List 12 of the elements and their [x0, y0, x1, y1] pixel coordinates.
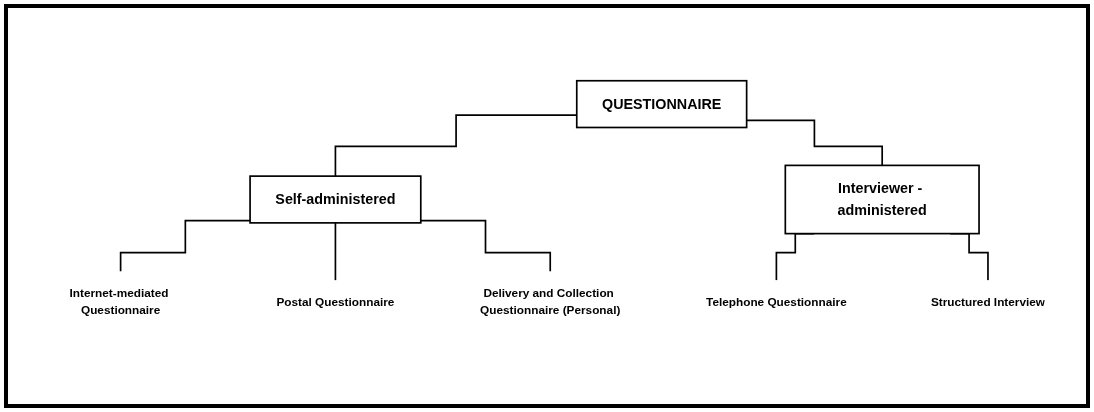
node-box — [784, 164, 980, 234]
node-text: Internet-mediated Questionnaire — [69, 285, 169, 317]
node-box — [575, 79, 748, 128]
node-text: Delivery and Collection Questionnaire (Personal) — [480, 285, 621, 317]
node-text: Telephone Questionnaire — [706, 294, 847, 308]
node-box — [249, 174, 422, 224]
node-text: Postal Questionnaire — [276, 294, 395, 308]
connector — [419, 219, 552, 272]
connector — [334, 221, 337, 281]
frame-border: QUESTIONNAIRE Self-administered Interviewer - administered Internet-mediated Questionnaire Postal Questionnaire Delivery and Collection Questionnaire (Personal) Telephone Questionnaire Structured Interview — [4, 4, 1090, 408]
node-text: Structured Interview — [930, 294, 1045, 308]
connector — [119, 219, 251, 272]
